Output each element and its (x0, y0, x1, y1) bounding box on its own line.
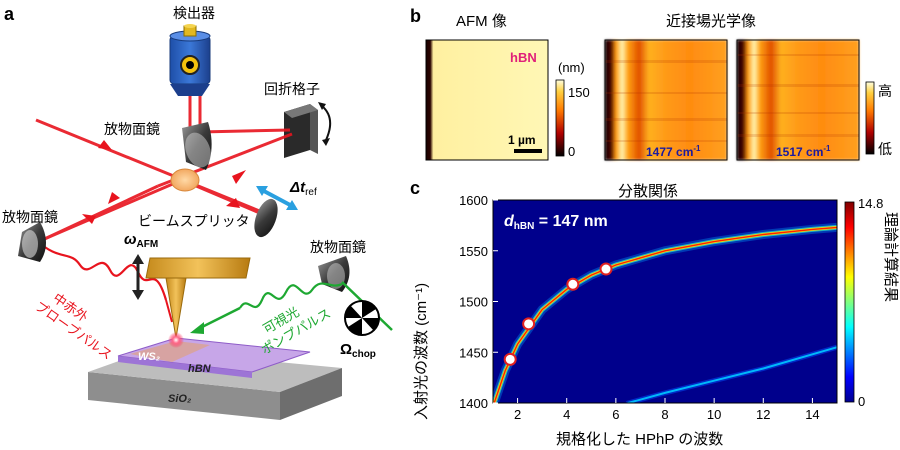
chopper-icon (344, 300, 380, 336)
beam-splitter-label: ビームスプリッタ (138, 213, 250, 229)
parabolic-mirror-2-label: 放物面鏡 (2, 209, 58, 225)
ws2-label: WS₂ (138, 351, 160, 363)
parabolic-mirror-icon (18, 222, 46, 262)
y-tick-label: 1450 (459, 345, 488, 360)
afm-image (425, 39, 549, 161)
label-1517: 1517 cm-1 (776, 144, 831, 159)
parabolic-mirror-3-label: 放物面鏡 (310, 239, 366, 255)
omega-afm-label: ωAFM (124, 231, 158, 250)
y-axis-label: 入射光の波数 (cm⁻¹) (413, 283, 430, 420)
afm-title: AFM 像 (456, 13, 507, 30)
omega-chop-label: Ωchop (340, 341, 376, 360)
panel-c-letter: c (410, 178, 420, 198)
data-point (566, 277, 580, 291)
hbn-label: hBN (188, 363, 212, 375)
nearfield-image-1477 (604, 39, 728, 161)
y-tick-label: 1500 (459, 295, 488, 310)
panel-b-letter: b (410, 6, 421, 26)
mid-ir-pulse-wave (35, 239, 168, 301)
colorbar-low-label: 低 (878, 141, 892, 157)
data-point (522, 317, 536, 331)
theory-colorbar-label: 理論計算結果 (882, 212, 900, 302)
x-tick-label: 2 (514, 407, 521, 422)
theory-colorbar-max: 14.8 (858, 196, 883, 211)
afm-colorbar-min: 0 (568, 144, 575, 159)
scalebar-label: 1 µm (508, 133, 536, 147)
afm-colorbar-max: 150 (568, 85, 590, 100)
x-tick-label: 8 (661, 407, 668, 422)
thickness-label: dhBN = 147 nm (504, 213, 608, 232)
panel-c: c 分散関係 2 4 6 8 10 12 14 1400 1450 1500 1550 1600 dh… (410, 178, 900, 448)
reference-mirror-icon (254, 198, 278, 238)
sio2-label: SiO₂ (168, 393, 191, 405)
delta-t-ref-label: Δtref (289, 179, 317, 198)
y-tick-label: 1550 (459, 244, 488, 259)
theory-colorbar (844, 201, 855, 403)
x-axis-label: 規格化した HPhP の波数 (556, 431, 723, 448)
grating-icon (284, 104, 318, 158)
parabolic-mirror-icon (182, 122, 212, 170)
panel-a: a 検出器 回折格子 (2, 4, 393, 420)
x-tick-label: 6 (612, 407, 619, 422)
data-point (503, 352, 517, 366)
beam-splitter-icon (170, 168, 200, 192)
chart-title: 分散関係 (618, 183, 678, 200)
theory-branch-line (627, 346, 837, 403)
colorbar-high-label: 高 (878, 83, 892, 99)
y-tick-label: 1400 (459, 396, 488, 411)
laser-spot (168, 332, 184, 348)
sample-stack (88, 337, 342, 420)
afm-tip-icon (145, 257, 251, 339)
afm-oscillation-arrow (132, 254, 144, 300)
grating-rotation-arrow (321, 105, 332, 141)
beam-direction-arrows (82, 140, 246, 224)
label-1477: 1477 cm-1 (646, 144, 701, 159)
x-tick-label: 4 (563, 407, 570, 422)
afm-hbn-label: hBN (510, 50, 537, 65)
afm-colorbar (555, 79, 565, 157)
mid-ir-probe-label: 中赤外 プローブパルス (32, 290, 115, 362)
panel-b: b AFM 像 近接場光学像 hBN 1 µm (nm) 150 0 1477 … (410, 6, 892, 161)
grating-label: 回折格子 (264, 81, 320, 97)
detector-label: 検出器 (173, 5, 215, 21)
x-tick-label: 12 (756, 407, 770, 422)
parabolic-mirror-icon (318, 256, 350, 292)
delay-arrow-icon (256, 186, 298, 210)
nearfield-title: 近接場光学像 (666, 13, 756, 30)
x-tick-label: 14 (805, 407, 819, 422)
afm-colorbar-unit: (nm) (558, 60, 585, 75)
x-tick-label: 10 (707, 407, 721, 422)
detector-icon (169, 24, 211, 96)
parabolic-mirror-1-label: 放物面鏡 (104, 121, 160, 137)
scalebar (514, 149, 542, 153)
y-tick-label: 1600 (459, 193, 488, 208)
theory-colorbar-min: 0 (858, 394, 865, 409)
panel-a-letter: a (4, 4, 15, 24)
nearfield-colorbar (865, 81, 875, 155)
data-point (599, 262, 613, 276)
laser-beams (35, 96, 293, 244)
nearfield-image-1517 (736, 39, 860, 161)
